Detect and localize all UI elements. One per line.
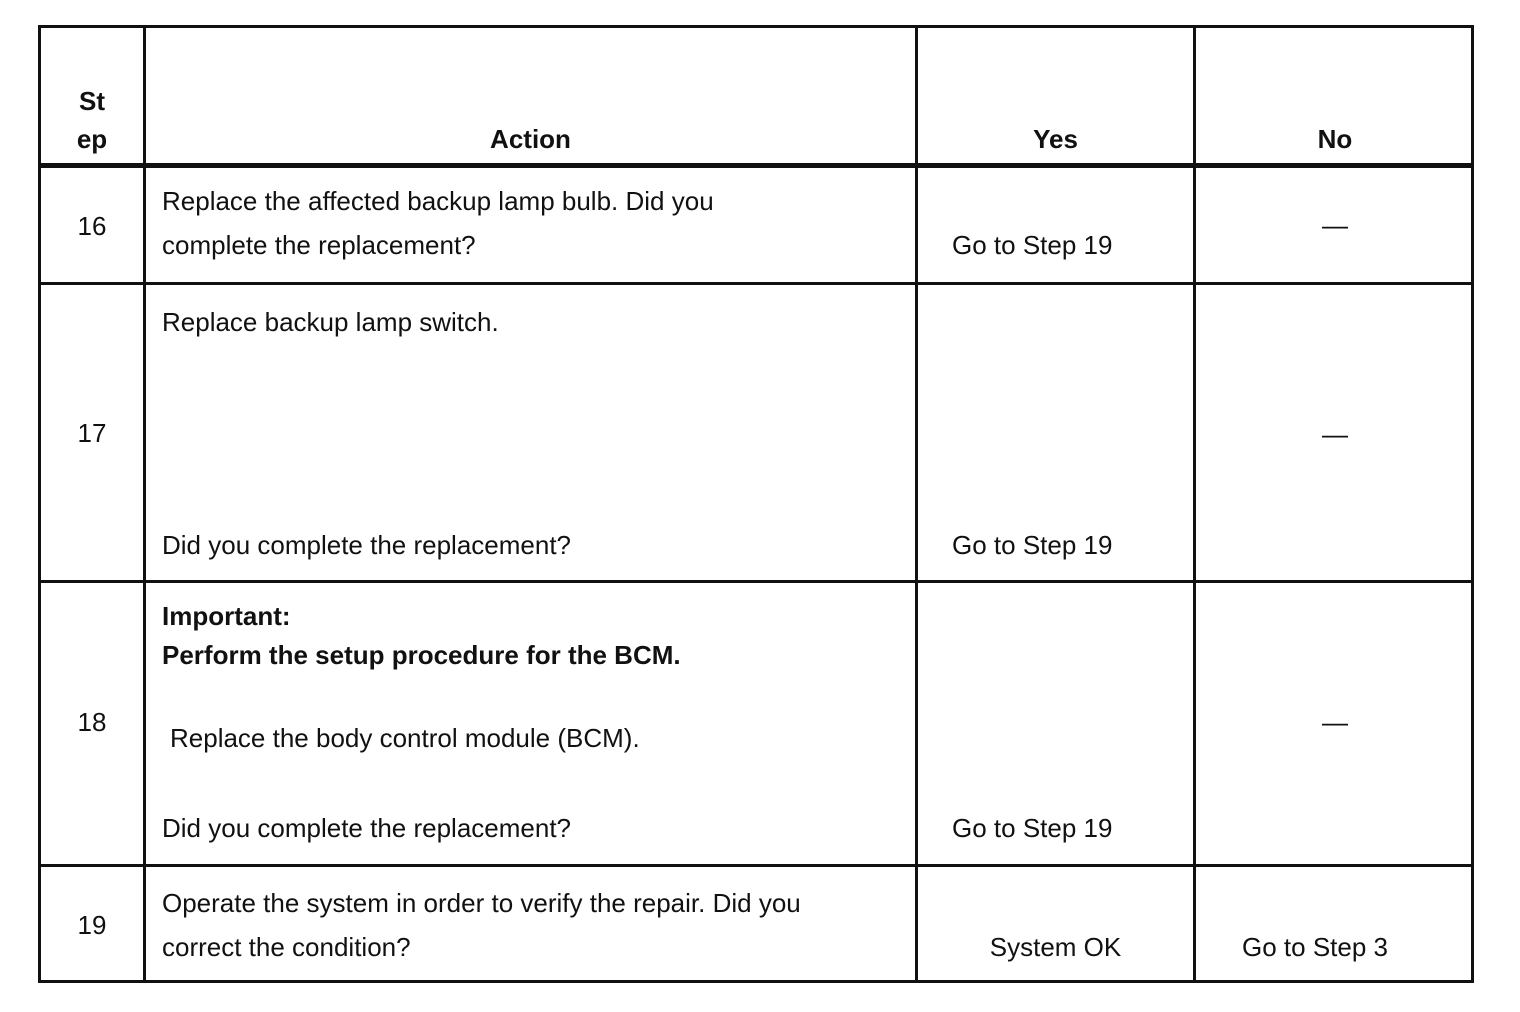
step-number: 18 — [77, 707, 107, 737]
table-row-step-16: 16 Replace the affected backup lamp bulb… — [41, 163, 1471, 282]
step-cell: 18 — [41, 583, 143, 864]
no-result: Go to Step 3 — [1242, 932, 1388, 962]
header-yes-cell: Yes — [915, 28, 1193, 163]
header-no: No — [1317, 124, 1353, 154]
yes-result: Go to Step 19 — [952, 530, 1113, 560]
no-cell: Go to Step 3 — [1193, 867, 1474, 980]
step-number: 19 — [77, 910, 107, 940]
table-row-step-19: 19 Operate the system in order to verify… — [41, 864, 1471, 980]
action-cell: Operate the system in order to verify th… — [143, 867, 915, 980]
yes-result: System OK — [989, 932, 1122, 962]
action-text-line1: Replace the body control module (BCM). — [170, 723, 640, 753]
action-text-line2: complete the replacement? — [162, 230, 476, 260]
yes-cell: Go to Step 19 — [915, 168, 1193, 282]
step-cell: 19 — [41, 867, 143, 980]
action-cell: Replace the affected backup lamp bulb. D… — [143, 168, 915, 282]
no-result: — — [1322, 419, 1348, 449]
no-result: — — [1322, 707, 1348, 737]
yes-cell: Go to Step 19 — [915, 583, 1193, 864]
no-cell: — — [1193, 168, 1474, 282]
header-step-cell: St ep — [41, 28, 143, 163]
header-step-line2: ep — [76, 124, 108, 154]
step-cell: 16 — [41, 168, 143, 282]
step-cell: 17 — [41, 285, 143, 580]
header-action: Action — [490, 124, 571, 154]
yes-result: Go to Step 19 — [952, 230, 1113, 260]
step-number: 16 — [77, 211, 107, 241]
table-header-row: St ep Action Yes No — [41, 28, 1471, 163]
table-row-step-18: 18 Important: Perform the setup procedur… — [41, 580, 1471, 864]
yes-cell: System OK — [915, 867, 1193, 980]
yes-result: Go to Step 19 — [952, 813, 1113, 843]
yes-cell: Go to Step 19 — [915, 285, 1193, 580]
action-text-line1: Replace the affected backup lamp bulb. D… — [162, 186, 714, 216]
header-step-line1: St — [79, 86, 105, 116]
action-text-line2: Did you complete the replacement? — [162, 813, 572, 843]
action-text-line1: Replace backup lamp switch. — [162, 307, 499, 337]
action-cell: Replace backup lamp switch. Did you comp… — [143, 285, 915, 580]
header-yes: Yes — [1033, 124, 1078, 154]
step-number: 17 — [77, 418, 107, 448]
table-row-step-17: 17 Replace backup lamp switch. Did you c… — [41, 282, 1471, 580]
action-cell: Important: Perform the setup procedure f… — [143, 583, 915, 864]
diagnostic-table: St ep Action Yes No 16 Replace the affec… — [38, 25, 1474, 983]
action-text-line2: Did you complete the replacement? — [162, 530, 572, 560]
header-action-cell: Action — [143, 28, 915, 163]
important-text: Perform the setup procedure for the BCM. — [162, 640, 681, 670]
important-label: Important: — [162, 601, 291, 631]
action-text-line2: correct the condition? — [162, 932, 411, 962]
header-no-cell: No — [1193, 28, 1474, 163]
no-result: — — [1322, 210, 1348, 240]
no-cell: — — [1193, 583, 1474, 864]
no-cell: — — [1193, 285, 1474, 580]
action-text-line1: Operate the system in order to verify th… — [162, 888, 801, 918]
